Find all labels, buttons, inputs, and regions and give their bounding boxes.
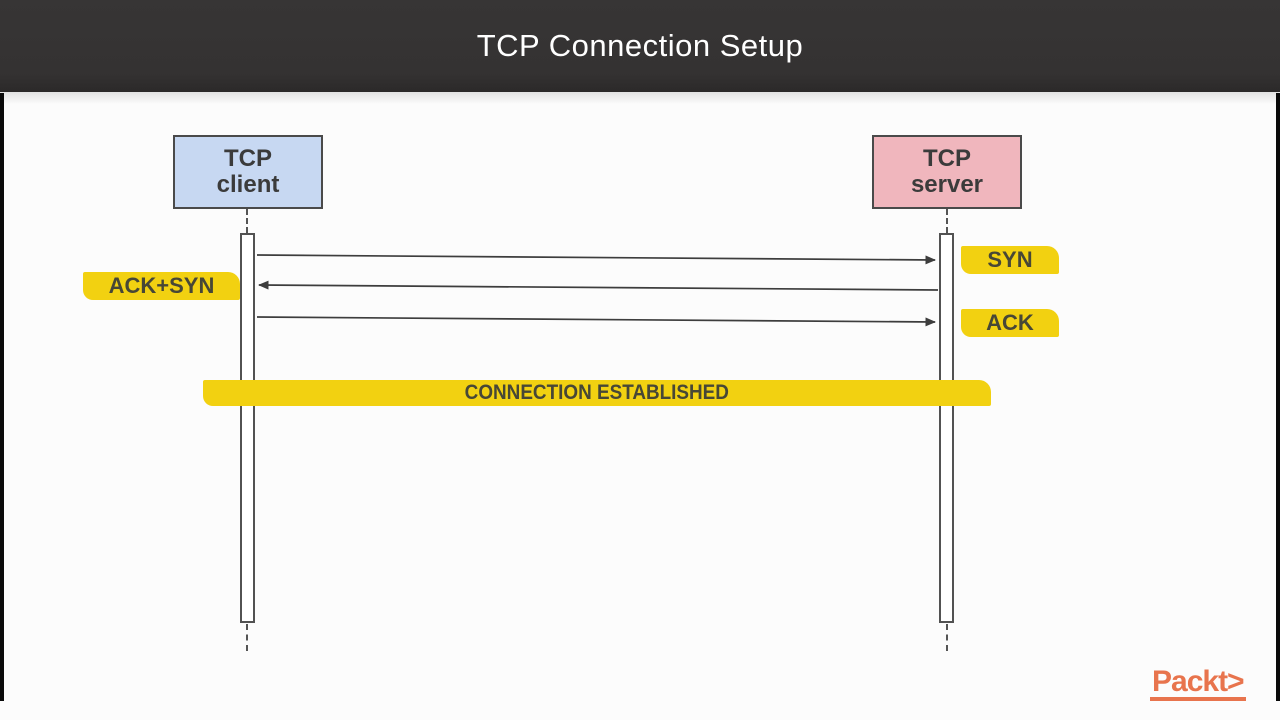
- connection-established-banner: CONNECTION ESTABLISHED: [203, 380, 991, 406]
- ack-label: ACK: [961, 309, 1059, 337]
- ack-syn-arrow: [258, 280, 939, 291]
- packt-logo: Packt>: [1150, 667, 1246, 701]
- tcp-server-box: TCP server: [872, 135, 1022, 209]
- tcp-client-label-line1: TCP: [224, 145, 272, 173]
- tcp-server-label-line1: TCP: [923, 145, 971, 173]
- diagram-canvas: TCP client TCP server SYN: [0, 92, 1280, 720]
- tcp-client-box: TCP client: [173, 135, 323, 209]
- client-lifeline-dash-top: [246, 209, 248, 233]
- syn-arrow: [256, 254, 936, 265]
- client-lifeline-dash-bottom: [246, 624, 248, 651]
- ack-syn-label-text: ACK+SYN: [108, 273, 215, 298]
- syn-label-text: SYN: [987, 247, 1033, 272]
- tcp-client-label-line2: client: [216, 171, 280, 198]
- slide-title: TCP Connection Setup: [476, 28, 804, 63]
- ack-arrow: [256, 316, 936, 327]
- connection-established-text: CONNECTION ESTABLISHED: [464, 381, 730, 404]
- right-edge-strip: [1276, 93, 1280, 701]
- syn-label: SYN: [961, 246, 1059, 274]
- left-edge-strip: [0, 93, 4, 701]
- slide-header: TCP Connection Setup: [0, 0, 1280, 92]
- ack-label-text: ACK: [986, 310, 1034, 335]
- server-lifeline-dash-top: [946, 209, 948, 233]
- tcp-server-label-line2: server: [910, 171, 984, 198]
- server-activation-bar: [939, 233, 954, 623]
- ack-syn-label: ACK+SYN: [83, 272, 240, 300]
- server-lifeline-dash-bottom: [946, 624, 948, 651]
- client-activation-bar: [240, 233, 255, 623]
